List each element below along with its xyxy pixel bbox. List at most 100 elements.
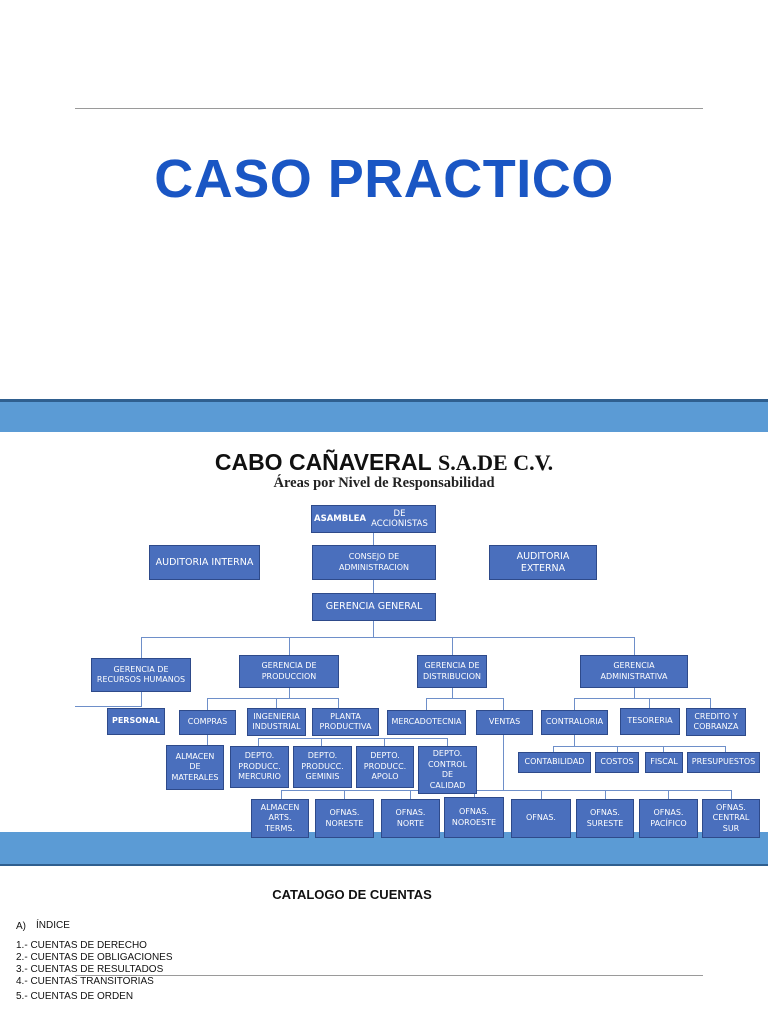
connector-line <box>207 698 338 699</box>
connector-line <box>574 698 710 699</box>
asamblea-label-bold: ASAMBLEA <box>314 513 367 524</box>
mercadotecnia-box: mercadotecnia <box>387 710 466 735</box>
ofnas-box: ofnas. <box>511 799 571 838</box>
connector-line <box>281 790 282 799</box>
connector-line <box>553 746 726 747</box>
company-name: CABO CAÑAVERAL S.A.DE C.V. <box>0 449 768 476</box>
contraloria-box: contraloria <box>541 710 608 735</box>
connector-line <box>668 790 669 799</box>
credito-box: credito y cobranza <box>686 708 746 736</box>
personal-box: Personal <box>107 708 165 735</box>
section-a-label: Índice <box>36 920 70 931</box>
connector-line <box>710 698 711 708</box>
connector-line <box>426 698 503 699</box>
ofnas-noroeste-box: ofnas. noroeste <box>444 797 504 838</box>
band-top-edge <box>0 399 768 402</box>
costos-box: costos <box>595 752 639 773</box>
depto-mercurio-box: depto. producc. mercurio <box>230 746 289 788</box>
consejo-box: CONSEJO DE ADMINISTRACION <box>312 545 436 580</box>
connector-line <box>634 637 635 655</box>
catalog-title: CATALOGO DE CUENTAS <box>272 887 432 902</box>
catalog-item: 1.- CUENTAS DE DERECHO <box>16 940 147 951</box>
connector-line <box>452 637 453 655</box>
gerencia-rh-box: Gerencia de recursos humanos <box>91 658 191 692</box>
connector-line <box>373 532 374 546</box>
ingenieria-box: Ingenieria industrial <box>247 708 306 736</box>
connector-line <box>663 746 664 752</box>
connector-line <box>373 621 374 637</box>
connector-line <box>725 746 726 752</box>
connector-line <box>344 790 345 799</box>
ofnas-norte-box: ofnas. norte <box>381 799 440 838</box>
connector-line <box>276 698 277 708</box>
connector-line <box>503 698 504 710</box>
asamblea-label-rest: DE ACCIONISTAS <box>371 508 428 530</box>
catalog-item: 5.- CUENTAS DE ORDEN <box>16 991 134 1002</box>
bottom-divider <box>75 975 703 976</box>
connector-line <box>503 735 504 790</box>
auditoria-externa-box: AUDITORIA EXTERNA <box>489 545 597 580</box>
asamblea-box: ASAMBLEA DE ACCIONISTAS <box>311 505 436 533</box>
contabilidad-box: contabilidad <box>518 752 591 773</box>
ofnas-central-sur-box: ofnas. central sur <box>702 799 760 838</box>
planta-box: planta productiva <box>312 708 379 736</box>
ofnas-pacifico-box: ofnas. pacífico <box>639 799 698 838</box>
connector-line <box>574 698 575 710</box>
band-bottom-edge <box>0 864 768 866</box>
connector-line <box>634 688 635 698</box>
company-name-main: CABO CAÑAVERAL <box>214 449 432 475</box>
connector-line <box>207 735 208 745</box>
separator-band-top <box>0 402 768 432</box>
fiscal-box: fiscal <box>645 752 683 773</box>
top-divider <box>75 108 703 109</box>
depto-apolo-box: depto. producc. apolo <box>356 746 414 788</box>
connector-line <box>447 738 448 746</box>
connector-line <box>373 580 374 594</box>
ofnas-sureste-box: ofnas. sureste <box>576 799 634 838</box>
connector-line <box>141 637 142 658</box>
almacen-arts-box: almacen arts. terms. <box>251 799 309 838</box>
gerencia-general-box: GERENCIA GENERAL <box>312 593 436 621</box>
connector-line <box>141 637 635 638</box>
catalog-item: 3.- CUENTAS DE RESULTADOS <box>16 964 164 975</box>
tesoreria-box: tesoreria <box>620 708 680 735</box>
chart-subtitle: Áreas por Nivel de Responsabilidad <box>273 475 495 491</box>
connector-line <box>426 698 427 710</box>
connector-line <box>281 790 731 791</box>
connector-line <box>75 706 141 707</box>
company-name-suffix: S.A.DE C.V. <box>438 450 554 475</box>
connector-line <box>321 738 322 746</box>
catalog-item: 4.- CUENTAS TRANSITORIAS <box>16 976 154 987</box>
connector-line <box>338 698 339 708</box>
connector-line <box>574 735 575 746</box>
slide-title: CASO PRACTICO <box>154 149 614 209</box>
connector-line <box>553 746 554 752</box>
connector-line <box>258 738 448 739</box>
ofnas-noreste-box: ofnas. noreste <box>315 799 374 838</box>
catalog-item: 2.- CUENTAS DE OBLIGACIONES <box>16 952 173 963</box>
auditoria-interna-box: AUDITORIA INTERNA <box>149 545 260 580</box>
connector-line <box>289 637 290 655</box>
connector-line <box>617 746 618 752</box>
depto-calidad-box: depto. control de calidad <box>418 746 477 794</box>
connector-line <box>141 692 142 707</box>
connector-line <box>258 738 259 746</box>
compras-box: compras <box>179 710 236 735</box>
gerencia-administrativa-box: Gerencia administrativa <box>580 655 688 688</box>
connector-line <box>731 790 732 799</box>
gerencia-produccion-box: Gerencia de produccion <box>239 655 339 688</box>
presupuestos-box: presupuestos <box>687 752 760 773</box>
connector-line <box>541 790 542 799</box>
section-a-marker: A) <box>16 921 26 932</box>
ventas-box: ventas <box>476 710 533 735</box>
connector-line <box>474 790 475 799</box>
almacen-materiales-box: almacen de materales <box>166 745 224 790</box>
connector-line <box>384 738 385 746</box>
depto-geminis-box: depto. producc. geminis <box>293 746 352 788</box>
connector-line <box>649 698 650 708</box>
connector-line <box>289 688 290 698</box>
connector-line <box>452 688 453 698</box>
connector-line <box>410 790 411 799</box>
gerencia-distribucion-box: Gerencia de distribucion <box>417 655 487 688</box>
connector-line <box>605 790 606 799</box>
